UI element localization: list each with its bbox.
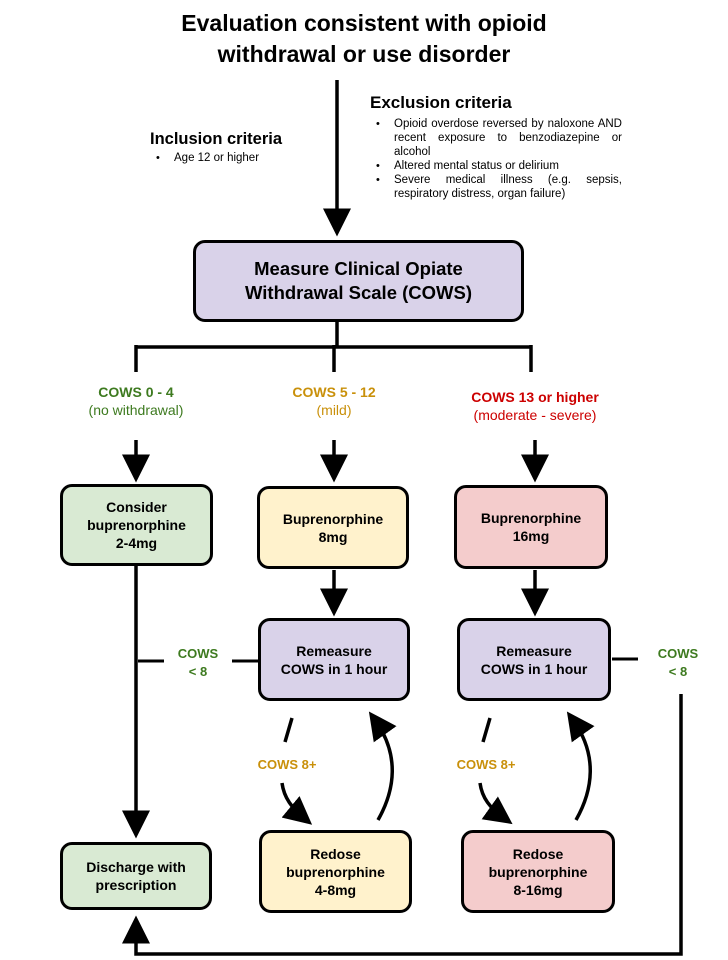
redose-right-label: Redose buprenorphine 8-16mg: [488, 845, 588, 898]
branch-label-mild: COWS 5 - 12 (mild): [254, 383, 414, 419]
buprenorphine-8mg-box: Buprenorphine 8mg: [257, 486, 409, 569]
inclusion-criteria: Inclusion criteria Age 12 or higher: [150, 130, 320, 165]
dashed-remeasure-right-down: [481, 717, 492, 743]
cows-lt8-mid-label: COWS < 8: [177, 646, 219, 679]
branch-desc: (no withdrawal): [88, 402, 184, 418]
remeasure-right-label: Remeasure COWS in 1 hour: [480, 642, 588, 677]
discharge-label: Discharge with prescription: [86, 859, 186, 893]
redose-right-box: Redose buprenorphine 8-16mg: [461, 830, 615, 913]
inclusion-item: Age 12 or higher: [150, 151, 320, 165]
arrow-redose-mid-up: [368, 711, 397, 821]
cows-8plus-right-label: COWS 8+: [456, 757, 516, 772]
arrow-mid-to-redose: [280, 782, 313, 825]
inclusion-heading: Inclusion criteria: [150, 130, 283, 148]
cows-lt8-right-label: COWS < 8: [657, 646, 699, 679]
title-line-2: withdrawal or use disorder: [217, 41, 511, 67]
bup16-label: Buprenorphine 16mg: [480, 510, 582, 544]
cows-8plus-mid-label: COWS 8+: [257, 757, 317, 772]
return-path-to-discharge: [122, 694, 683, 956]
exclusion-item: Altered mental status or delirium: [370, 159, 622, 173]
exclusion-criteria: Exclusion criteria Opioid overdose rever…: [370, 93, 622, 201]
measure-cows-label: Measure Clinical Opiate Withdrawal Scale…: [244, 258, 472, 303]
redose-mid-label: Redose buprenorphine 4-8mg: [286, 845, 385, 898]
branch-range: COWS 5 - 12: [292, 384, 376, 400]
remeasure-mid-box: Remeasure COWS in 1 hour: [258, 618, 410, 701]
title-line-1: Evaluation consistent with opioid: [181, 10, 547, 36]
exclusion-item: Severe medical illness (e.g. sepsis, res…: [370, 173, 622, 201]
discharge-box: Discharge with prescription: [60, 842, 212, 910]
exclusion-heading: Exclusion criteria: [370, 93, 512, 112]
buprenorphine-16mg-box: Buprenorphine 16mg: [454, 485, 608, 569]
redose-mid-box: Redose buprenorphine 4-8mg: [259, 830, 412, 913]
exclusion-list: Opioid overdose reversed by naloxone AND…: [370, 117, 622, 201]
branch-range: COWS 13 or higher: [471, 389, 599, 405]
arrow-right-to-redose: [478, 782, 513, 825]
branch-label-none: COWS 0 - 4 (no withdrawal): [56, 383, 216, 419]
branch-label-severe: COWS 13 or higher (moderate - severe): [445, 388, 625, 424]
branch-desc: (mild): [316, 402, 352, 418]
branch-desc: (moderate - severe): [473, 407, 597, 423]
arrow-redose-right-up: [566, 711, 595, 821]
measure-cows-box: Measure Clinical Opiate Withdrawal Scale…: [193, 240, 524, 322]
inclusion-list: Age 12 or higher: [150, 151, 320, 165]
exclusion-item: Opioid overdose reversed by naloxone AND…: [370, 117, 622, 159]
page-title: Evaluation consistent with opioid withdr…: [0, 8, 728, 70]
branch-range: COWS 0 - 4: [98, 384, 174, 400]
consider-label: Consider buprenorphine 2-4mg: [87, 499, 186, 551]
dashed-remeasure-mid-down: [283, 717, 294, 743]
bup8-label: Buprenorphine 8mg: [282, 510, 384, 545]
remeasure-right-box: Remeasure COWS in 1 hour: [457, 618, 611, 701]
remeasure-mid-label: Remeasure COWS in 1 hour: [280, 642, 388, 677]
consider-buprenorphine-box: Consider buprenorphine 2-4mg: [60, 484, 213, 566]
